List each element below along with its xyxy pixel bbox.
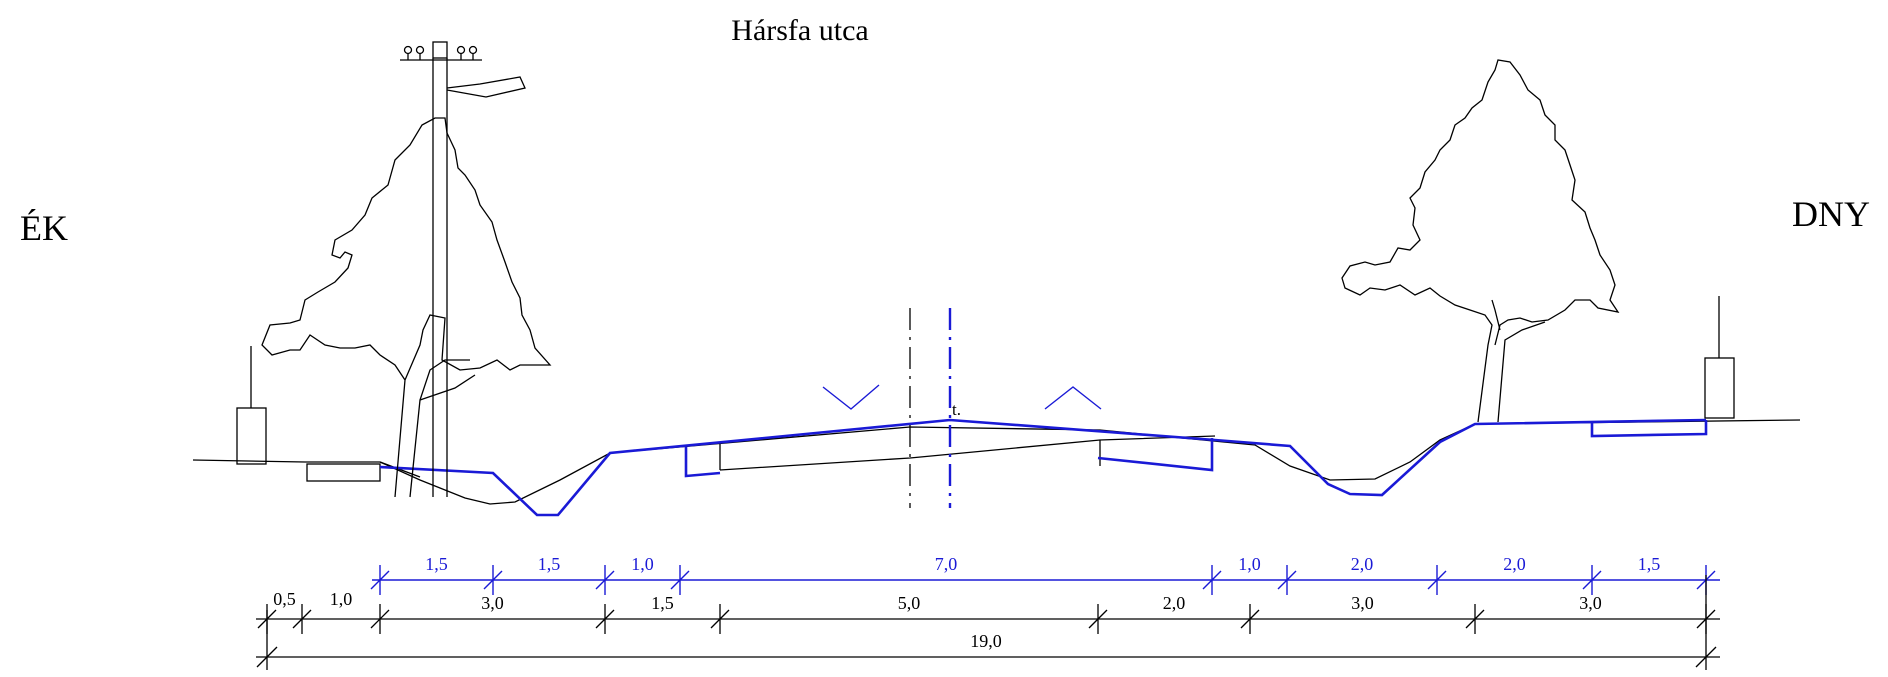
dimension-line-design: 1,5 1,5 1,0 7,0 1,0 2,0 2,0 1,5	[370, 554, 1720, 595]
dimension-design-label: 2,0	[1351, 554, 1374, 574]
direction-right-label: DNY	[1792, 194, 1870, 234]
dimension-tick	[370, 609, 390, 629]
street-title: Hársfa utca	[731, 14, 868, 47]
dimension-tick	[370, 570, 390, 590]
dimension-tick	[1465, 609, 1485, 629]
tree-right-icon	[1341, 59, 1620, 423]
dimension-tick	[595, 570, 615, 590]
dimension-tick	[710, 609, 730, 629]
dimension-tick	[1202, 570, 1222, 590]
dimension-tick	[595, 609, 615, 629]
dimension-line-total: 19,0	[256, 575, 1720, 670]
dimension-existing-label: 0,5	[273, 589, 296, 609]
dimension-tick	[1277, 570, 1297, 590]
dimension-existing-label: 3,0	[1351, 593, 1374, 613]
dimension-design-label: 1,5	[425, 554, 448, 574]
dimension-design-label: 1,5	[1638, 554, 1661, 574]
fence-post-right-icon	[1704, 296, 1735, 419]
design-profile	[379, 384, 1708, 517]
dimension-existing-label: 3,0	[481, 593, 504, 613]
fence-post-left-icon	[236, 346, 267, 465]
dimension-design-label: 1,0	[631, 554, 654, 574]
dimension-design-label: 2,0	[1503, 554, 1526, 574]
dimension-existing-label: 1,5	[651, 593, 674, 613]
direction-left-label: ÉK	[20, 208, 68, 248]
dimension-existing-label: 1,0	[330, 589, 353, 609]
center-axis: t.	[909, 308, 961, 508]
dimension-tick	[1582, 570, 1602, 590]
dimension-line-existing: 0,5 1,0 3,0 1,5 5,0 2,0 3,0 3,0	[256, 589, 1720, 634]
dimension-tick	[670, 570, 690, 590]
dimension-tick	[1427, 570, 1447, 590]
dimension-existing-label: 2,0	[1163, 593, 1186, 613]
dimension-existing-label: 3,0	[1579, 593, 1602, 613]
tree-left-icon	[261, 117, 552, 498]
dimension-tick	[1240, 609, 1260, 629]
dimension-tick	[1088, 609, 1108, 629]
dimension-tick	[483, 570, 503, 590]
dimension-tick	[292, 609, 312, 629]
dimension-existing-label: 5,0	[898, 593, 921, 613]
dimension-design-label: 7,0	[935, 554, 958, 574]
street-lamp-pole-icon	[400, 41, 526, 497]
dimension-design-label: 1,5	[538, 554, 561, 574]
dimension-design-label: 1,0	[1238, 554, 1261, 574]
axis-marker-label: t.	[952, 400, 961, 419]
existing-profile	[192, 419, 1801, 505]
dimension-total-label: 19,0	[970, 631, 1002, 651]
